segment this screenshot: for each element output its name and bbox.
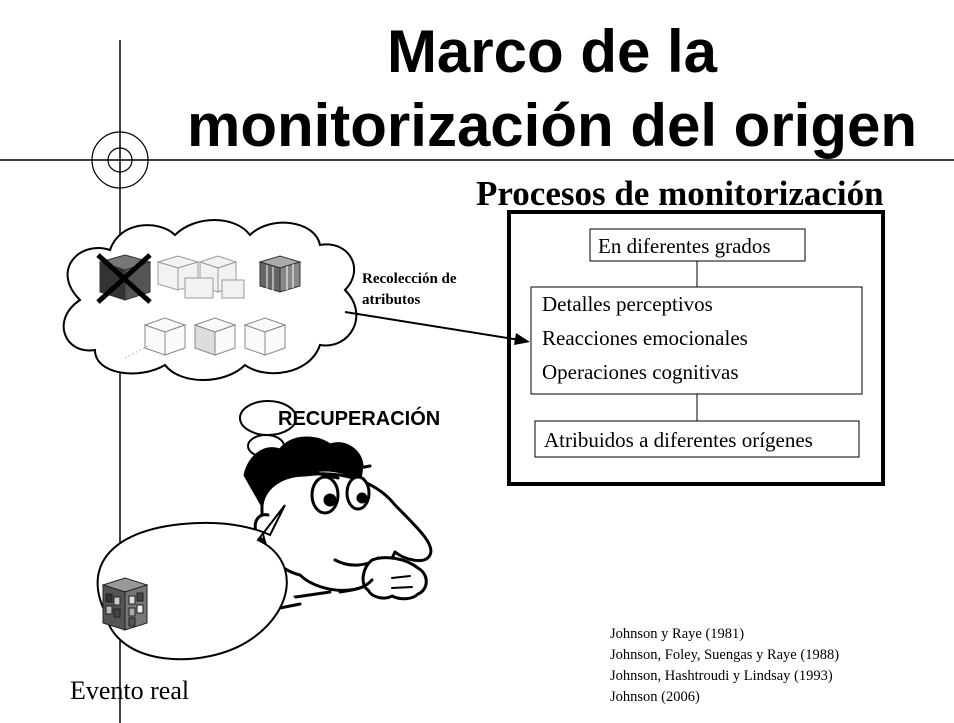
arrow-label-line-1: Recolección de (362, 271, 457, 287)
detail-emotional: Reacciones emocionales (542, 326, 748, 350)
reference-4: Johnson (2006) (610, 689, 700, 705)
title-line-2: monitorización del origen (186, 92, 918, 159)
degrees-box (589, 228, 806, 262)
arrow-label: Recolección de atributos (362, 269, 457, 311)
crosshair-inner-circle (107, 147, 133, 173)
cube-exploded (156, 255, 245, 299)
attribute-arrow-head (514, 333, 530, 345)
cube-crossed (96, 253, 152, 304)
attribute-arrow-line (344, 311, 521, 341)
reference-2: Johnson, Foley, Suengas y Raye (1988) (610, 647, 840, 663)
attributed-text: Atribuidos a diferentes orígenes (544, 428, 813, 452)
title-line-1: Marco de la (386, 18, 718, 85)
thought-cloud (62, 219, 358, 381)
reference-1: Johnson y Raye (1981) (610, 626, 745, 642)
cube-wire-middle (193, 317, 237, 356)
cube-gray (258, 255, 302, 293)
detail-perceptual: Detalles perceptivos (542, 292, 713, 316)
cube-wire-left (124, 317, 187, 359)
subtitle: Procesos de monitorización (476, 174, 884, 213)
cube-wire-right (243, 317, 287, 356)
degrees-text: En diferentes grados (598, 234, 771, 258)
event-cube (101, 577, 149, 631)
crosshair-outer-circle (91, 131, 149, 189)
attributed-box (534, 420, 860, 458)
event-label: Evento real (70, 676, 190, 705)
arrow-label-line-2: atributos (362, 292, 421, 308)
detail-cognitive: Operaciones cognitivas (542, 360, 739, 384)
retrieval-label: RECUPERACIÓN (278, 408, 441, 430)
reference-3: Johnson, Hashtroudi y Lindsay (1993) (610, 668, 833, 684)
details-box (530, 286, 863, 395)
